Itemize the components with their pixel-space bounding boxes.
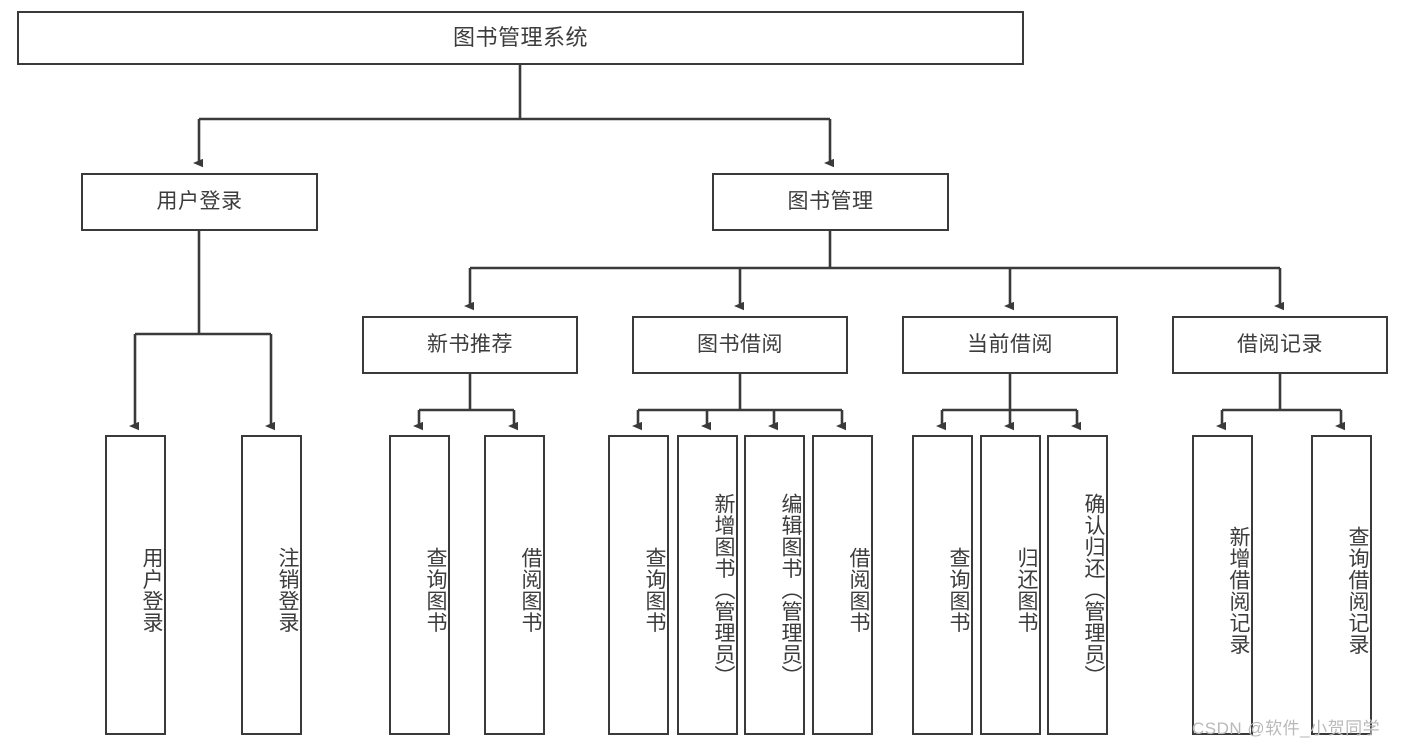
- leaf-borrow-record-query-record[interactable]: 查询借阅记录: [1311, 435, 1372, 735]
- leaf-book-borrow-query-book[interactable]: 查询图书: [608, 435, 669, 735]
- leaf-borrow-record-add-record[interactable]: 新增借阅记录: [1192, 435, 1253, 735]
- leaf-new-book-query-book[interactable]: 查询图书: [389, 435, 450, 735]
- leaf-label: 借阅图书: [847, 547, 870, 633]
- leaf-label: 确认归还（管理员）: [1082, 493, 1105, 687]
- node-user-login[interactable]: 用户登录: [81, 173, 318, 231]
- csdn-watermark: CSDN @软件_小贺同学: [1192, 719, 1381, 738]
- leaf-label: 查询借阅记录: [1346, 525, 1369, 655]
- leaf-new-book-borrow-book[interactable]: 借阅图书: [484, 435, 545, 735]
- leaf-label: 用户登录: [140, 547, 163, 633]
- leaf-book-borrow-borrow-book[interactable]: 借阅图书: [812, 435, 873, 735]
- leaf-label: 归还图书: [1015, 547, 1038, 633]
- node-book-borrow[interactable]: 图书借阅: [632, 316, 848, 374]
- leaf-label: 查询图书: [947, 547, 970, 633]
- leaf-user-login-logout[interactable]: 注销登录: [241, 435, 302, 735]
- node-book-manage[interactable]: 图书管理: [712, 173, 949, 231]
- leaf-label: 新增图书（管理员）: [712, 493, 735, 687]
- leaf-current-borrow-return-book[interactable]: 归还图书: [980, 435, 1041, 735]
- leaf-user-login-login[interactable]: 用户登录: [105, 435, 166, 735]
- leaf-label: 查询图书: [643, 547, 666, 633]
- leaf-label: 查询图书: [424, 547, 447, 633]
- node-root-system[interactable]: 图书管理系统: [17, 11, 1024, 65]
- leaf-current-borrow-confirm-return-admin[interactable]: 确认归还（管理员）: [1047, 435, 1108, 735]
- leaf-book-borrow-edit-book-admin[interactable]: 编辑图书（管理员）: [744, 435, 805, 735]
- leaf-label: 新增借阅记录: [1227, 525, 1250, 655]
- leaf-label: 注销登录: [276, 547, 299, 633]
- leaf-book-borrow-add-book-admin[interactable]: 新增图书（管理员）: [677, 435, 738, 735]
- leaf-current-borrow-query-book[interactable]: 查询图书: [912, 435, 973, 735]
- node-borrow-record[interactable]: 借阅记录: [1172, 316, 1388, 374]
- leaf-label: 借阅图书: [519, 547, 542, 633]
- node-current-borrow[interactable]: 当前借阅: [902, 316, 1118, 374]
- node-new-book-recommend[interactable]: 新书推荐: [362, 316, 578, 374]
- leaf-label: 编辑图书（管理员）: [779, 493, 802, 687]
